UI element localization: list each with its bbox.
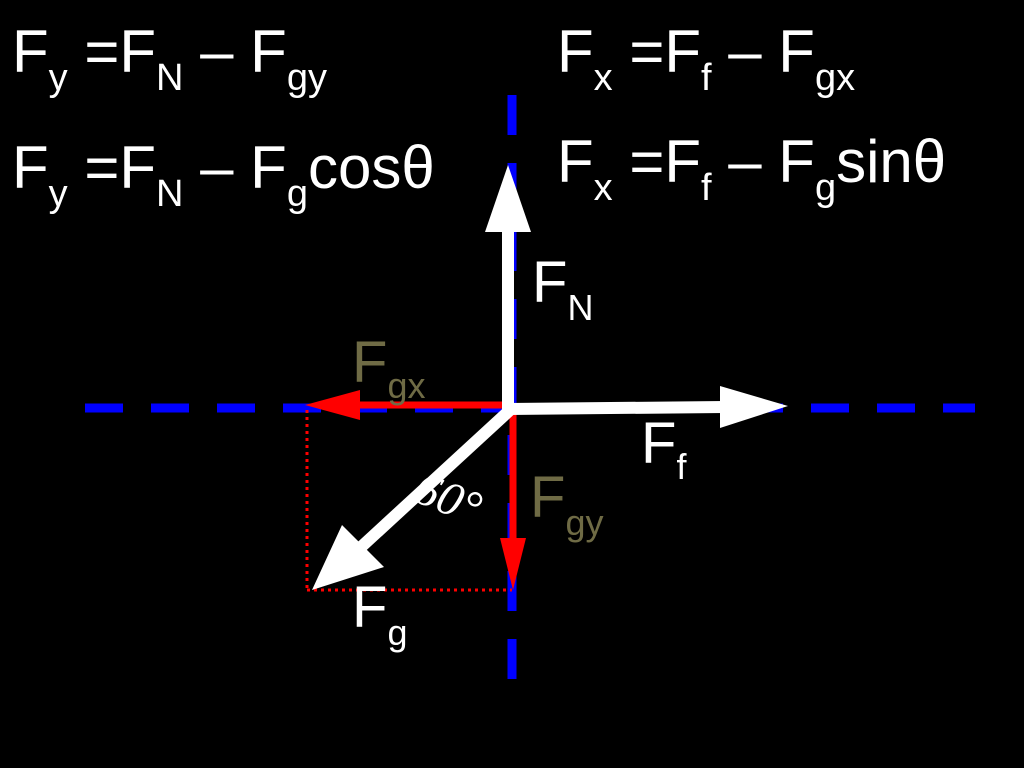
label-gravity-y: Fgy <box>530 465 603 543</box>
gravity-force-arrow <box>312 405 515 590</box>
gravity-x-component-arrow <box>305 390 512 420</box>
label-gravity-x: Fgx <box>352 330 425 406</box>
label-gravity-force: Fg <box>352 575 407 653</box>
label-friction-force: Ff <box>641 411 687 487</box>
equation-fx-components: Fx =Ff – Fgx <box>557 18 855 99</box>
gravity-y-component-arrow <box>500 408 526 590</box>
equation-fx-trig: Fx =Ff – Fgsinθ <box>557 128 946 209</box>
normal-force-arrow <box>485 165 531 412</box>
friction-force-arrow <box>504 386 788 428</box>
label-normal-force: FN <box>532 250 593 328</box>
equation-fy-trig: Fy =FN – Fgcosθ <box>12 134 435 215</box>
equation-fy-components: Fy =FN – Fgy <box>12 18 327 99</box>
